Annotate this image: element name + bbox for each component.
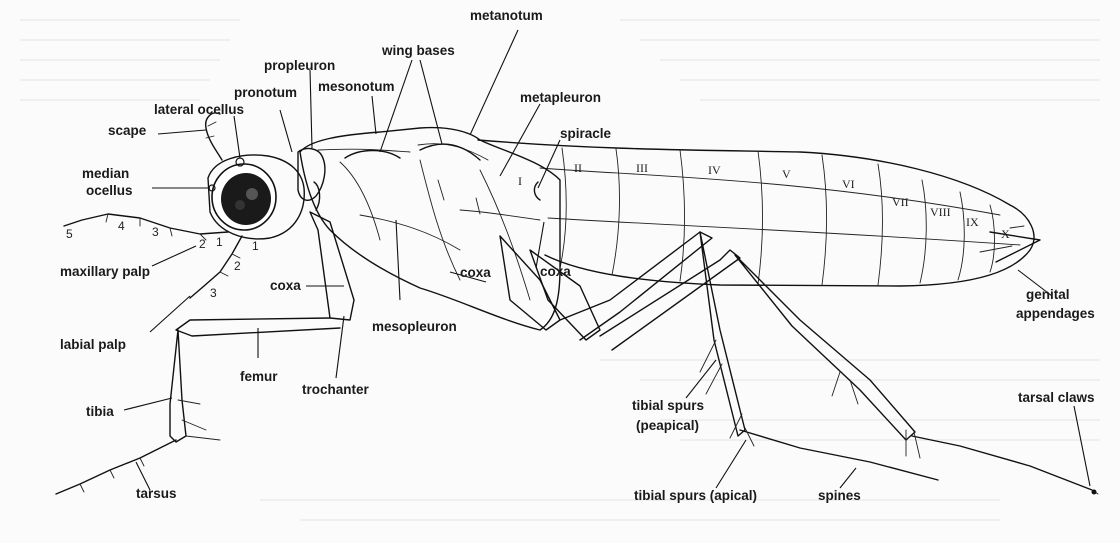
leader-coxa-hind — [536, 222, 544, 268]
leader-lateral-ocellus — [234, 116, 240, 158]
label-mesopleuron: mesopleuron — [372, 319, 457, 334]
leader-tibial-spurs-preapical — [686, 360, 716, 398]
label-pronotum: pronotum — [234, 85, 297, 100]
label-median-ocellus-line1: median — [82, 166, 129, 181]
leader-metanotum — [470, 30, 518, 135]
segment-i: I — [518, 174, 522, 188]
label-coxa-mid: coxa — [460, 265, 491, 280]
segment-v: V — [782, 167, 791, 181]
segment-iii: III — [636, 161, 648, 175]
leader-scape — [158, 130, 206, 134]
leader-tibial-spurs-apical — [716, 440, 746, 488]
leader-mesonotum — [372, 96, 376, 134]
label-genital-appendages-line2: appendages — [1016, 306, 1095, 321]
label-scape: scape — [108, 123, 147, 138]
labels: metanotum wing bases propleuron mesonotu… — [60, 8, 1095, 503]
leader-labial-palp — [150, 296, 190, 332]
leader-wing-bases-1 — [380, 60, 412, 152]
max-palp-num-2: 2 — [199, 237, 206, 251]
thorax — [298, 128, 560, 330]
label-spines: spines — [818, 488, 861, 503]
segment-vi: VI — [842, 177, 855, 191]
label-lateral-ocellus: lateral ocellus — [154, 102, 244, 117]
fore-leg — [56, 212, 354, 494]
label-femur: femur — [240, 369, 278, 384]
max-palp-num-4: 4 — [118, 219, 125, 233]
leader-propleuron — [310, 70, 312, 148]
label-coxa-hind: coxa — [540, 264, 571, 279]
label-spiracle: spiracle — [560, 126, 612, 141]
label-genital-appendages-line1: genital — [1026, 287, 1070, 302]
segment-vii: VII — [892, 195, 909, 209]
label-propleuron: propleuron — [264, 58, 335, 73]
label-labial-palp: labial palp — [60, 337, 126, 352]
label-trochanter: trochanter — [302, 382, 370, 397]
leader-maxillary-palp — [152, 246, 196, 266]
label-median-ocellus-line2: ocellus — [86, 183, 133, 198]
label-coxa-fore: coxa — [270, 278, 301, 293]
max-palp-num-3: 3 — [152, 225, 159, 239]
compound-eye-fill — [221, 173, 271, 225]
leader-tarsal-claws — [1074, 406, 1090, 486]
label-mesonotum: mesonotum — [318, 79, 395, 94]
lab-palp-num-3: 3 — [210, 286, 217, 300]
label-tibia: tibia — [86, 404, 114, 419]
segment-ix: IX — [966, 215, 979, 229]
segment-x: X — [1001, 227, 1010, 241]
label-tarsal-claws: tarsal claws — [1018, 390, 1095, 405]
label-wing-bases: wing bases — [381, 43, 455, 58]
leader-trochanter — [336, 316, 344, 378]
leader-metapleuron — [500, 104, 540, 176]
segment-viii: VIII — [930, 205, 951, 219]
leader-pronotum — [280, 110, 292, 152]
leader-spines — [840, 468, 856, 488]
label-metanotum: metanotum — [470, 8, 543, 23]
leader-mesopleuron — [396, 220, 400, 300]
lab-palp-num-2: 2 — [234, 259, 241, 273]
max-palp-num-1: 1 — [216, 235, 223, 249]
leader-spiracle — [538, 140, 560, 188]
label-tibial-spurs-apical: tibial spurs (apical) — [634, 488, 757, 503]
lab-palp-num-1: 1 — [252, 239, 259, 253]
label-tibial-spurs-preapical-line2: (peapical) — [636, 418, 699, 433]
max-palp-num-5: 5 — [66, 227, 73, 241]
hind-leg — [530, 250, 1098, 495]
label-tarsus: tarsus — [136, 486, 177, 501]
segment-ii: II — [574, 161, 582, 175]
segment-iv: IV — [708, 163, 721, 177]
leader-tibia — [124, 398, 172, 410]
leader-wing-bases-2 — [420, 60, 442, 144]
label-tibial-spurs-preapical-line1: tibial spurs — [632, 398, 704, 413]
label-maxillary-palp: maxillary palp — [60, 264, 150, 279]
label-metapleuron: metapleuron — [520, 90, 601, 105]
